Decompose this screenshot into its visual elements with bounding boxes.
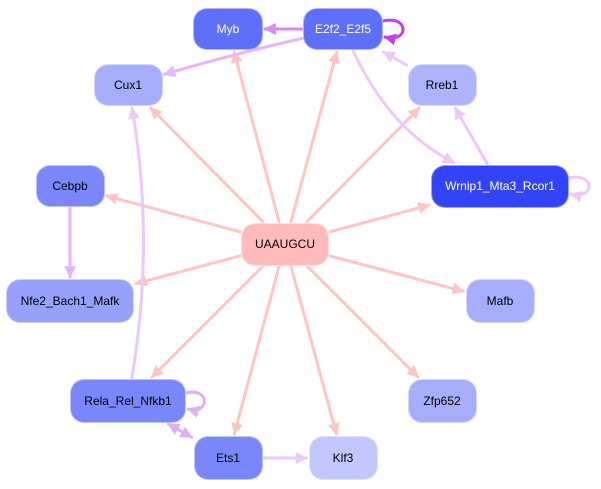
node-label: Ets1	[215, 451, 240, 465]
edge-uaaugcu-to-e2f2_e2f5	[289, 50, 340, 223]
edge-rela_rel_nfkb1-to-rela_rel_nfkb1	[184, 390, 206, 418]
edge-uaaugcu-to-nfe2_bach1_mafk	[134, 254, 242, 287]
node-mafb[interactable]: Mafb	[465, 279, 535, 323]
node-label: Rreb1	[425, 78, 459, 92]
node-wrnip1-mta3-rcor1[interactable]: Wrnip1_Mta3_Rcor1	[431, 164, 569, 208]
edge-rreb1-to-e2f2_e2f5	[382, 50, 408, 67]
node-label: Nfe2_Bach1_Mafk	[20, 294, 120, 308]
node-rela-rel-nfkb1[interactable]: Rela_Rel_Nfkb1	[70, 379, 186, 423]
node-cebpb[interactable]: Cebpb	[35, 165, 105, 207]
edge-uaaugcu-to-rela_rel_nfkb1	[150, 265, 264, 379]
edge-uaaugcu-to-rreb1	[305, 106, 421, 223]
node-cux1[interactable]: Cux1	[93, 64, 163, 106]
edge-uaaugcu-to-cux1	[149, 106, 265, 223]
edge-e2f2_e2f5-to-e2f2_e2f5	[381, 18, 405, 46]
node-nfe2-bach1-mafk[interactable]: Nfe2_Bach1_Mafk	[6, 279, 134, 323]
node-klf3[interactable]: Klf3	[308, 436, 378, 480]
node-label: E2f2_E2f5	[314, 22, 372, 36]
edge-rela_rel_nfkb1-to-ets1	[166, 422, 193, 439]
edge-uaaugcu-to-zfp652	[306, 265, 420, 379]
edge-wrnip1_mta3_rcor1-to-rreb1	[453, 106, 489, 165]
node-rreb1[interactable]: Rreb1	[407, 64, 477, 106]
node-label: Rela_Rel_Nfkb1	[84, 394, 172, 408]
node-label: Wrnip1_Mta3_Rcor1	[445, 179, 555, 193]
node-ets1[interactable]: Ets1	[193, 436, 263, 480]
edge-uaaugcu-to-ets1	[231, 265, 281, 436]
edge-uaaugcu-to-myb	[231, 50, 281, 223]
edge-e2f2_e2f5-to-cux1	[163, 36, 304, 77]
edge-uaaugcu-to-wrnip1_mta3_rcor1	[328, 202, 431, 234]
edge-rela_rel_nfkb1-to-cux1	[127, 106, 145, 380]
edge-uaaugcu-to-mafb	[328, 254, 465, 295]
edge-e2f2_e2f5-to-wrnip1_mta3_rcor1	[351, 49, 456, 164]
node-uaaugcu[interactable]: UAAUGCU	[241, 222, 329, 266]
node-myb[interactable]: Myb	[193, 8, 263, 50]
edge-uaaugcu-to-klf3	[289, 265, 340, 436]
node-e2f2-e2f5[interactable]: E2f2_E2f5	[303, 8, 383, 50]
node-zfp652[interactable]: Zfp652	[407, 379, 477, 423]
node-label: Cux1	[113, 78, 142, 92]
node-label: Myb	[216, 22, 240, 36]
node-label: Cebpb	[52, 179, 88, 193]
node-label: UAAUGCU	[254, 237, 315, 251]
node-label: Klf3	[332, 451, 354, 465]
node-label: Zfp652	[423, 394, 461, 408]
edge-wrnip1_mta3_rcor1-to-wrnip1_mta3_rcor1	[567, 175, 591, 203]
edge-uaaugcu-to-cebpb	[105, 192, 242, 234]
node-label: Mafb	[486, 294, 514, 308]
